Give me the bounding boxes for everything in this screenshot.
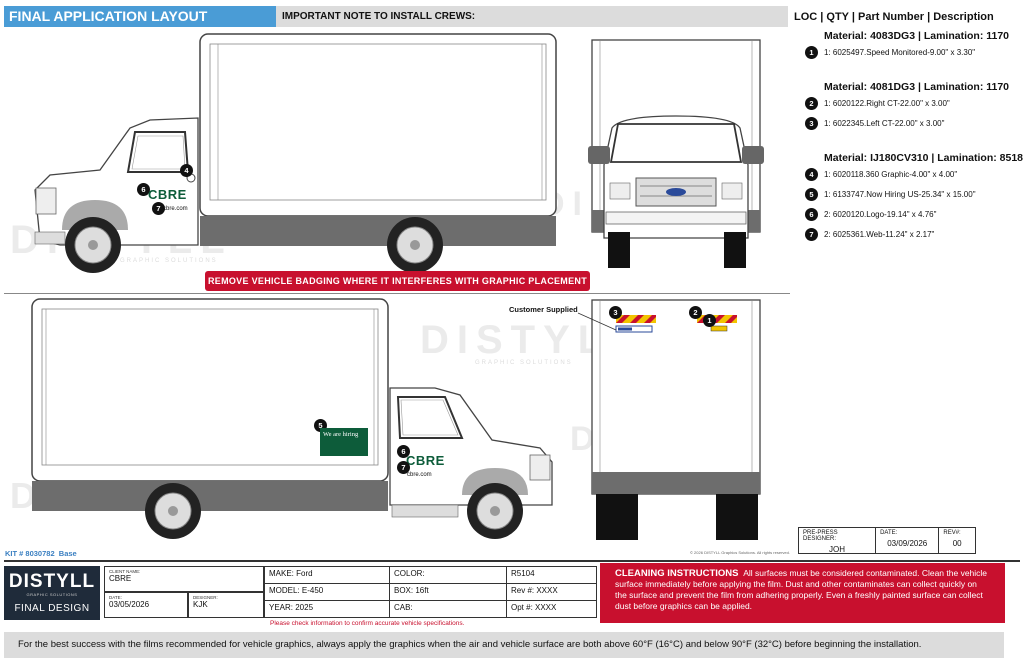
vehicle-info-grid: CLIENT NAME:CBRE DATE:03/05/2026 DESIGNE… [104, 566, 597, 618]
install-note-label: IMPORTANT NOTE TO INSTALL CREWS: [276, 6, 788, 27]
marker-1: 1 [703, 314, 716, 327]
logo-brand: DISTYLL [8, 571, 96, 592]
spec-check-note: Please check information to confirm accu… [270, 620, 465, 627]
installation-temperature-note: For the best success with the films reco… [4, 632, 1004, 658]
logo-tagline: GRAPHIC SOLUTIONS [26, 592, 78, 597]
cleaning-body: All surfaces must be considered contamin… [615, 568, 988, 611]
cleaning-instructions: CLEANING INSTRUCTIONS All surfaces must … [600, 563, 1005, 623]
copyright-note: © 2026 DISTYLL Graphics Solutions. All r… [690, 550, 790, 555]
date-cell: DATE:03/05/2026 [104, 592, 188, 618]
marker-7: 7 [152, 202, 165, 215]
make-cell: MAKE: Ford [264, 566, 390, 584]
cab-cell: CAB: [389, 600, 507, 618]
distyll-logo: DISTYLL GRAPHIC SOLUTIONS FINAL DESIGN [4, 566, 100, 620]
logo-subtitle: FINAL DESIGN [14, 603, 90, 614]
section-divider [4, 293, 790, 294]
marker-7: 7 [397, 461, 410, 474]
sheet-title: FINAL APPLICATION LAYOUT [4, 6, 276, 27]
cbre-logo-graphic: CBRE [406, 453, 445, 468]
remove-badging-banner: REMOVE VEHICLE BADGING WHERE IT INTERFER… [205, 271, 590, 291]
prepress-box: PRE-PRESS DESIGNER:JOH DATE:03/09/2026 R… [798, 527, 976, 554]
marker-4: 4 [180, 164, 193, 177]
left-ct-stripe [616, 315, 656, 323]
color-cell: COLOR: [389, 566, 507, 584]
material-group-2: Material: 4081DG3 | Lamination: 1170 [824, 81, 1010, 93]
kit-number: KIT # 8030782 Base [5, 549, 77, 558]
cleaning-title: CLEANING INSTRUCTIONS [615, 568, 739, 579]
cbre-logo-graphic: CBRE [148, 187, 187, 202]
watermark-tag: GRAPHIC SOLUTIONS [120, 258, 218, 264]
now-hiring-graphic: We are hiring [320, 428, 368, 456]
code-cell: R5104 [506, 566, 597, 584]
web-graphic: cbre.com [163, 206, 188, 212]
box-cell: BOX: 16ft [389, 583, 507, 601]
opt-cell: Opt #: XXXX [506, 600, 597, 618]
year-cell: YEAR: 2025 [264, 600, 390, 618]
marker-3: 3 [609, 306, 622, 319]
legend-columns: LOC | QTY | Part Number | Description [794, 11, 994, 23]
material-group-1: Material: 4083DG3 | Lamination: 1170 [824, 30, 1010, 42]
customer-supplied-label: Customer Supplied [509, 305, 578, 314]
model-cell: MODEL: E-450 [264, 583, 390, 601]
watermark-tag: GRAPHIC SOLUTIONS [475, 360, 573, 366]
client-cell: CLIENT NAME:CBRE [104, 566, 264, 592]
footer-divider [4, 560, 1020, 562]
prepress-rev: REV#:00 [943, 530, 962, 548]
marker-2: 2 [689, 306, 702, 319]
web-graphic: cbre.com [407, 472, 432, 478]
designer-cell: DESIGNER:KJK [188, 592, 264, 618]
marker-6: 6 [137, 183, 150, 196]
prepress-date: DATE:03/09/2026 [876, 528, 940, 553]
marker-6: 6 [397, 445, 410, 458]
material-group-3: Material: IJ180CV310 | Lamination: 8518 [824, 152, 1024, 164]
prepress-designer: PRE-PRESS DESIGNER:JOH [799, 528, 877, 554]
rev-cell: Rev #: XXXX [506, 583, 597, 601]
